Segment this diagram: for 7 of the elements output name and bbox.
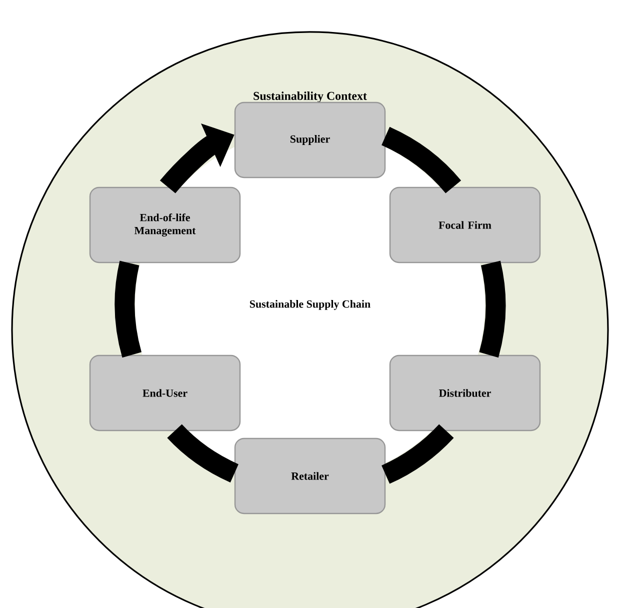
process-box: Focal Firm bbox=[389, 186, 541, 264]
process-box: End-User bbox=[89, 354, 241, 432]
ring-label: Sustainable Supply Chain bbox=[250, 300, 370, 310]
process-box: Supplier bbox=[234, 102, 386, 178]
process-box: Retailer bbox=[234, 438, 386, 514]
process-box: End-of-life Management bbox=[89, 186, 241, 264]
process-box: Distributer bbox=[389, 354, 541, 432]
